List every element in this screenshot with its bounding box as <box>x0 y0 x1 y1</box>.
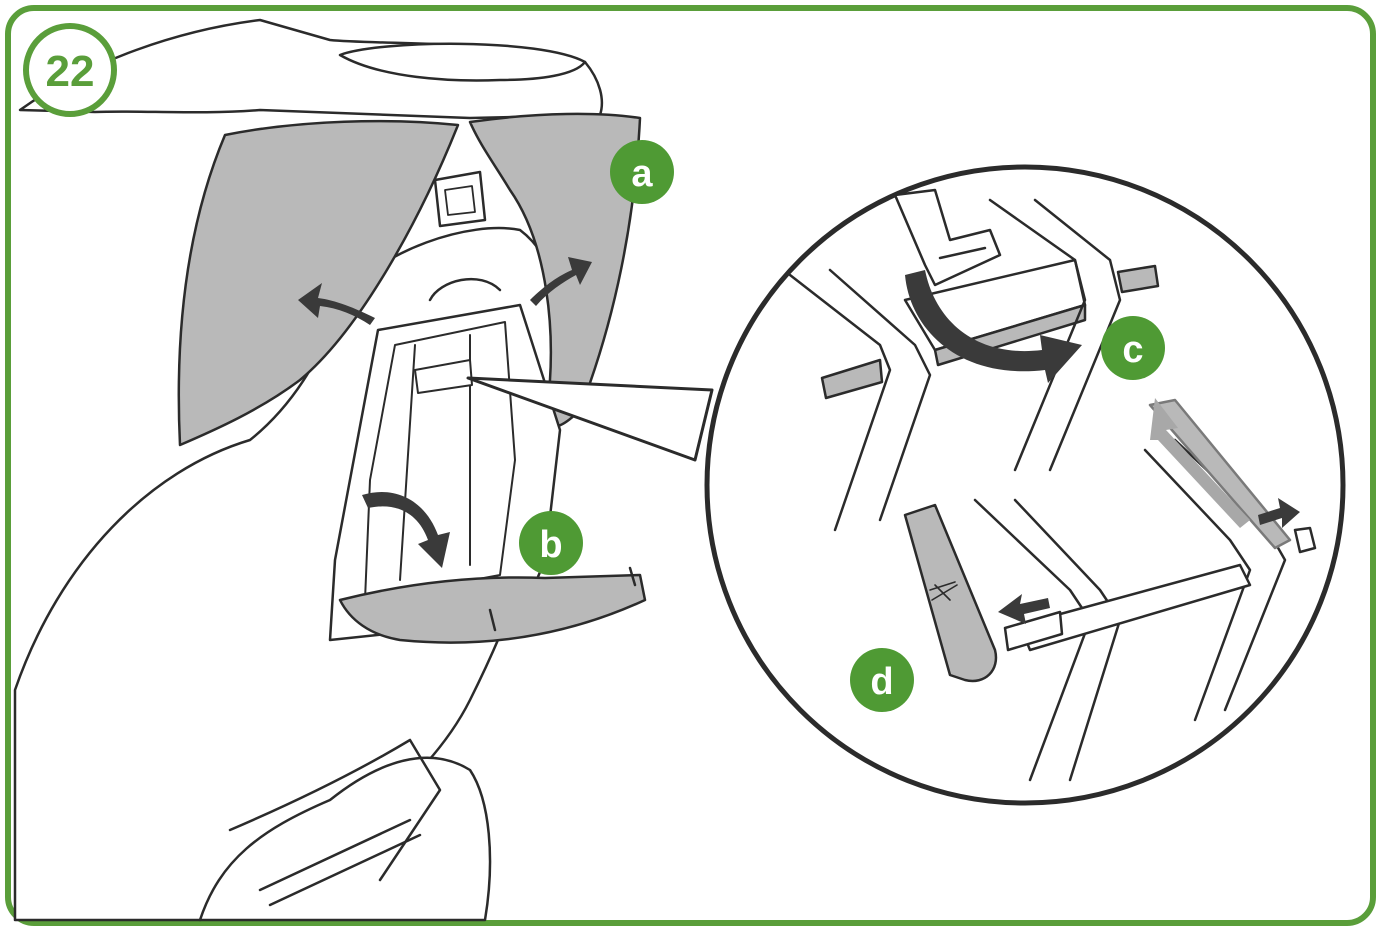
zoom-strap-mark <box>929 581 958 601</box>
zoom-rail-3 <box>988 198 1087 472</box>
arrow-flap-right <box>530 257 592 306</box>
step-number-ring <box>23 23 117 117</box>
arrow-cover-down <box>362 491 450 568</box>
zoom-circle <box>704 164 1346 806</box>
arrow-flap-left <box>298 283 375 325</box>
callout-b-label: b <box>539 524 562 566</box>
arrow-zoom-rotate <box>905 270 1082 383</box>
base-rod-2 <box>268 833 422 907</box>
zoom-top-clip-inner <box>938 246 987 260</box>
zoom-rail-1 <box>788 273 892 532</box>
cover-flap <box>338 573 647 644</box>
shell-recess <box>428 277 502 302</box>
callout-d-label: d <box>870 661 893 703</box>
zoom-rod-lower <box>1003 610 1064 652</box>
callout-d: d <box>850 648 914 712</box>
callout-a-label: a <box>631 153 653 195</box>
fabric-flap-left <box>177 119 460 447</box>
callout-d-circle <box>850 648 914 712</box>
seat-illustration <box>13 18 647 922</box>
callout-c-label: c <box>1122 329 1143 371</box>
cover-flap-hook-left <box>488 608 497 632</box>
callout-a: a <box>610 140 674 204</box>
zoom-strap-right <box>1148 398 1292 550</box>
mechanism-rail-left <box>399 344 416 581</box>
zoom-lower-bar-3 <box>1143 448 1252 722</box>
zoom-arrows <box>905 270 1300 624</box>
callout-a-circle <box>610 140 674 204</box>
zoom-strap <box>903 503 998 683</box>
belt-guide-inner <box>444 185 476 216</box>
main-arrows <box>298 257 592 568</box>
callout-c: c <box>1101 316 1165 380</box>
step-number-badge: 22 <box>23 23 117 117</box>
arrow-zoom-right <box>1258 498 1300 528</box>
arrow-zoom-up <box>1150 398 1250 528</box>
arrow-zoom-left <box>998 594 1050 624</box>
callout-c-circle <box>1101 316 1165 380</box>
cover-flap-hook-right <box>628 566 637 587</box>
zoom-pointer <box>466 376 714 462</box>
seat-base <box>198 756 492 922</box>
mechanism-clip <box>414 359 473 394</box>
callout-b: b <box>519 511 583 575</box>
zoom-rod-right <box>1116 264 1160 294</box>
zoom-detail <box>788 188 1317 782</box>
zoom-rod-left <box>820 358 884 400</box>
zoom-top-clip <box>893 188 1002 287</box>
step-number: 22 <box>46 47 95 96</box>
base-rod <box>258 818 412 892</box>
zoom-lower-bar-1 <box>973 498 1092 782</box>
zoom-rail-2 <box>828 268 932 522</box>
headrest-top-pad <box>338 42 587 82</box>
zoom-circle-border <box>704 164 1346 806</box>
base-frame <box>228 738 442 882</box>
zoom-pin-right <box>1293 526 1317 554</box>
callout-b-circle <box>519 511 583 575</box>
zoom-rail-4 <box>1033 198 1122 472</box>
